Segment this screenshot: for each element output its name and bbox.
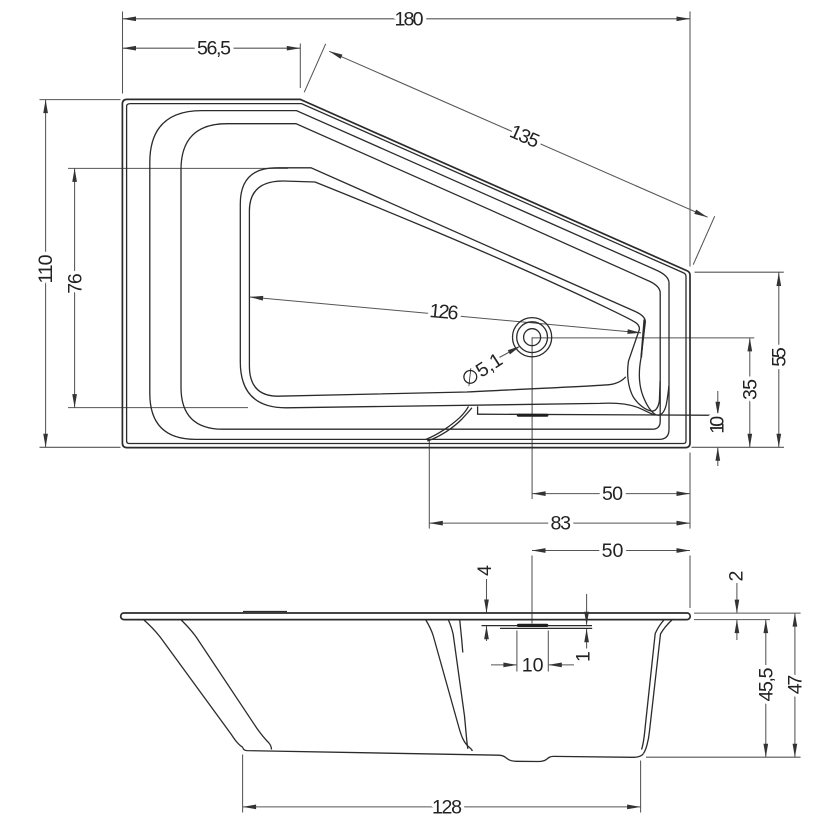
svg-text:1: 1 xyxy=(573,651,595,662)
svg-text:35: 35 xyxy=(740,379,762,400)
svg-text:47: 47 xyxy=(785,675,807,695)
svg-text:180: 180 xyxy=(395,8,424,30)
svg-text:76: 76 xyxy=(64,273,86,294)
svg-text:50: 50 xyxy=(602,540,624,562)
svg-text:56,5: 56,5 xyxy=(197,38,231,60)
svg-text:2: 2 xyxy=(726,571,748,582)
svg-text:10: 10 xyxy=(707,416,729,434)
svg-text:50: 50 xyxy=(602,483,623,505)
svg-text:10: 10 xyxy=(707,416,729,434)
svg-text:50: 50 xyxy=(602,483,623,505)
svg-text:83: 83 xyxy=(551,513,572,535)
svg-text:50: 50 xyxy=(602,540,624,562)
svg-text:4: 4 xyxy=(474,565,496,576)
svg-text:110: 110 xyxy=(35,254,57,283)
svg-text:45,5: 45,5 xyxy=(756,667,778,701)
svg-text:55: 55 xyxy=(769,347,791,367)
svg-text:47: 47 xyxy=(785,675,807,695)
svg-text:128: 128 xyxy=(432,796,462,818)
svg-text:2: 2 xyxy=(726,571,748,582)
svg-text:76: 76 xyxy=(64,273,86,294)
svg-text:126: 126 xyxy=(429,300,460,325)
svg-text:55: 55 xyxy=(769,347,791,367)
svg-text:83: 83 xyxy=(551,513,572,535)
svg-text:35: 35 xyxy=(740,379,762,400)
svg-text:110: 110 xyxy=(35,254,57,283)
svg-text:4: 4 xyxy=(474,565,496,576)
svg-text:10: 10 xyxy=(522,654,544,676)
svg-text:180: 180 xyxy=(395,8,424,30)
svg-text:128: 128 xyxy=(432,796,462,818)
svg-text:10: 10 xyxy=(522,654,544,676)
svg-text:56,5: 56,5 xyxy=(197,38,231,60)
svg-text:1: 1 xyxy=(573,651,595,662)
svg-text:45,5: 45,5 xyxy=(756,667,778,701)
